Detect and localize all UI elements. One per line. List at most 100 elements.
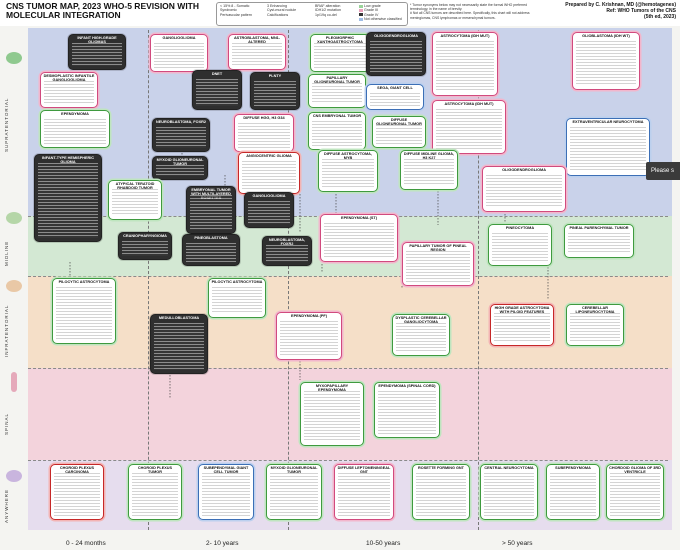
card-oligodendroglioma[interactable]: OLIGODENDROGLIOMA bbox=[366, 32, 426, 76]
card-body bbox=[370, 41, 422, 72]
blue-swatch-icon bbox=[359, 17, 363, 21]
card-subependymoma[interactable]: SUBEPENDYMOMA bbox=[546, 464, 600, 520]
card-dnet[interactable]: DNET bbox=[192, 70, 242, 110]
card-choroid-plexus-carcinoma[interactable]: CHOROID PLEXUS CARCINOMA bbox=[50, 464, 104, 520]
card-body bbox=[570, 313, 620, 342]
card-glioblastoma[interactable]: GLIOBLASTOMA (IDH WT) bbox=[572, 32, 640, 90]
note-line: meningiomas, CNS lymphomas or mesenchyma… bbox=[410, 15, 496, 20]
card-infant-hgg[interactable]: INFANT HIGH-GRADE GLIOMAS bbox=[68, 34, 126, 70]
card-oligodendroglioma-2[interactable]: OLIGODENDROGLIOMA bbox=[482, 166, 566, 212]
pink-swatch-icon bbox=[359, 8, 363, 12]
card-midline-dark[interactable]: NEUROBLASTOMA, FOXR2 bbox=[262, 236, 312, 266]
card-astrocytoma-idh[interactable]: ASTROCYTOMA (IDH MUT) bbox=[432, 32, 498, 96]
card-medulloblastoma[interactable]: MEDULLOBLASTOMA bbox=[150, 314, 208, 374]
card-etmr[interactable]: EMBRYONAL TUMOR WITH MULTILAYERED ROSETT… bbox=[186, 186, 236, 234]
card-atrt[interactable]: ATYPICAL TERATOID RHABDOID TUMOR bbox=[108, 180, 162, 220]
card-infant-hemispheric[interactable]: INFANT-TYPE HEMISPHERIC GLIOMA bbox=[34, 154, 102, 242]
legend-item: BRAF alteration bbox=[315, 4, 341, 8]
card-title: PINEOBLASTOMA bbox=[194, 236, 228, 240]
card-ependymoma-spinal[interactable]: EPENDYMOMA (SPINAL CORD) bbox=[374, 382, 440, 438]
card-pilocytic-left[interactable]: PILOCYTIC ASTROCYTOMA bbox=[52, 278, 116, 344]
card-body bbox=[570, 127, 646, 172]
card-astrocytoma-idh-2[interactable]: ASTROCYTOMA (IDH MUT) bbox=[432, 100, 506, 154]
card-diffuse-gnt[interactable]: DIFFUSE GLIONEURONAL TUMOR bbox=[372, 116, 426, 148]
card-astroblastoma[interactable]: ASTROBLASTOMA, MN1-ALTERED bbox=[228, 34, 286, 70]
card-body bbox=[324, 223, 394, 258]
legend-item: 3 Enhancing bbox=[267, 4, 287, 8]
legend-item: Perivascular pattern bbox=[220, 12, 252, 17]
card-title: ASTROCYTOMA (IDH MUT) bbox=[440, 34, 490, 38]
card-desmoplastic[interactable]: EPENDYMOMA bbox=[40, 110, 110, 148]
card-ganglioglioma-2[interactable]: GANGLIOGLIOMA bbox=[244, 192, 294, 228]
note-line: # Not all CNS tumors are described here.… bbox=[410, 11, 530, 16]
card-pilocytic[interactable]: PILOCYTIC ASTROCYTOMA bbox=[208, 278, 266, 318]
legend-item: IDH1/2 mutation bbox=[315, 8, 341, 13]
legend-item: Cyst-mural nodule bbox=[267, 8, 297, 13]
card-body bbox=[254, 81, 296, 106]
card-pxa[interactable]: PLEOMORPHIC XANTHOASTROCYTOMA bbox=[310, 34, 370, 72]
card-diffuse-astro-myb[interactable]: DIFFUSE ASTROCYTOMA, MYB bbox=[318, 150, 378, 192]
card-pineal-parenchymal[interactable]: PINEAL PARENCHYMAL TUMOR bbox=[564, 224, 634, 258]
legend-item: < 15% 8 - Somatic bbox=[220, 4, 250, 8]
card-neuroblastoma[interactable]: NEUROBLASTOMA, FOXR2 bbox=[152, 118, 210, 152]
card-diffuse-hgg-g34[interactable]: DIFFUSE HGG, H3 G34 bbox=[234, 114, 294, 152]
card-title: ATYPICAL TERATOID RHABDOID TUMOR bbox=[115, 182, 155, 190]
card-body bbox=[132, 473, 178, 516]
card-title: EPENDYMOMA (PF) bbox=[291, 314, 327, 318]
card-sega[interactable]: SEGA, GIANT CELL bbox=[366, 84, 424, 110]
legend-item: Low grade bbox=[359, 4, 402, 8]
card-pineoblastoma[interactable]: PINEOBLASTOMA bbox=[182, 234, 240, 266]
legend-item: Grade III bbox=[359, 8, 402, 12]
card-body bbox=[156, 127, 206, 148]
card-papillary-pineal[interactable]: PAPILLARY TUMOR OF PINEAL REGION bbox=[402, 242, 474, 286]
card-body bbox=[156, 165, 204, 176]
card-ependymoma-st[interactable]: EPENDYMOMA (ST) bbox=[320, 214, 398, 262]
card-pineocytoma[interactable]: PINEOCYTOMA bbox=[488, 224, 552, 266]
legend: < 15% 8 - Somatic Syndromic Perivascular… bbox=[216, 2, 408, 26]
card-body bbox=[396, 323, 446, 352]
legend-item: Not otherwise classified bbox=[359, 17, 402, 21]
card-atypical-gnt[interactable]: DIFFUSE MIDLINE GLIOMA, H3 K27 bbox=[400, 150, 458, 190]
card-body bbox=[44, 119, 106, 144]
card-title: OLIGODENDROGLIOMA bbox=[502, 168, 546, 172]
card-title: CNS EMBRYONAL TUMOR bbox=[312, 114, 362, 118]
card-body bbox=[378, 391, 436, 434]
card-rosette-forming[interactable]: ROSETTE FORMING GNT bbox=[412, 464, 470, 520]
card-central-neurocytoma[interactable]: CENTRAL NEUROCYTOMA bbox=[480, 464, 538, 520]
page-title: CNS TUMOR MAP, 2023 WHO-5 REVISION WITH … bbox=[6, 2, 206, 20]
card-body bbox=[56, 287, 112, 340]
card-body bbox=[242, 161, 296, 190]
card-craniopharyngioma[interactable]: CRANIOPHARYNGIOMA bbox=[118, 232, 172, 260]
card-desmoplastic-infantile[interactable]: DESMOPLASTIC INFANTILE GANGLIOGLIOMA bbox=[40, 72, 98, 108]
card-body bbox=[248, 201, 290, 224]
card-myxoid-gnt[interactable]: MYXOID GLIONEURONAL TUMOR bbox=[266, 464, 322, 520]
card-title: PILOCYTIC ASTROCYTOMA bbox=[211, 280, 263, 284]
card-ependymoma-pf[interactable]: EPENDYMOMA (PF) bbox=[276, 312, 342, 360]
age-divider bbox=[148, 30, 149, 530]
card-choroid-plexus-tumor[interactable]: CHOROID PLEXUS TUMOR bbox=[128, 464, 182, 520]
card-plnty[interactable]: PLNTY bbox=[250, 72, 300, 110]
card-body bbox=[212, 287, 262, 314]
card-body bbox=[404, 159, 454, 186]
card-body bbox=[406, 251, 470, 282]
card-body bbox=[436, 41, 494, 92]
card-body bbox=[550, 473, 596, 516]
card-extraventricular-neurocytoma[interactable]: EXTRAVENTRICULAR NEUROCYTOMA bbox=[566, 118, 650, 176]
card-body bbox=[314, 43, 366, 68]
card-cns-embryonal[interactable]: CNS EMBRYONAL TUMOR bbox=[308, 112, 366, 150]
card-cerebellar-liponeurocytoma[interactable]: CEREBELLAR LIPONEUROCYTOMA bbox=[566, 304, 624, 346]
card-title: DIFFUSE HGG, H3 G34 bbox=[243, 116, 285, 120]
green-swatch-icon bbox=[359, 4, 363, 8]
card-title: ASTROCYTOMA (IDH MUT) bbox=[444, 102, 494, 106]
card-subependymal-giant-cell[interactable]: SUBEPENDYMAL GIANT CELL TUMOR bbox=[198, 464, 254, 520]
card-angiocentric[interactable]: ANGIOCENTRIC GLIOMA bbox=[238, 152, 300, 194]
card-hgap[interactable]: HIGH GRADE ASTROCYTOMA WITH PILOID FEATU… bbox=[490, 304, 554, 346]
card-dysplastic-cerebellar[interactable]: DYSPLASTIC CEREBELLAR GANGLIOCYTOMA bbox=[392, 314, 450, 356]
card-myxopapillary[interactable]: MYXOPAPILLARY EPENDYMOMA bbox=[300, 382, 364, 446]
card-ganglioglioma[interactable]: GANGLIOGLIOMA bbox=[150, 34, 208, 72]
card-myxoid[interactable]: MYXOID GLIONEURONAL TUMOR bbox=[152, 156, 208, 180]
card-diffuse-leptomeningeal[interactable]: DIFFUSE LEPTOMENINGEAL GNT bbox=[334, 464, 394, 520]
card-papillary-gnt[interactable]: PAPILLARY GLIONEURONAL TUMOR bbox=[308, 74, 366, 108]
card-body bbox=[112, 189, 158, 216]
card-chordoid-glioma[interactable]: CHORDOID GLIOMA OF 3RD VENTRICLE bbox=[606, 464, 664, 520]
